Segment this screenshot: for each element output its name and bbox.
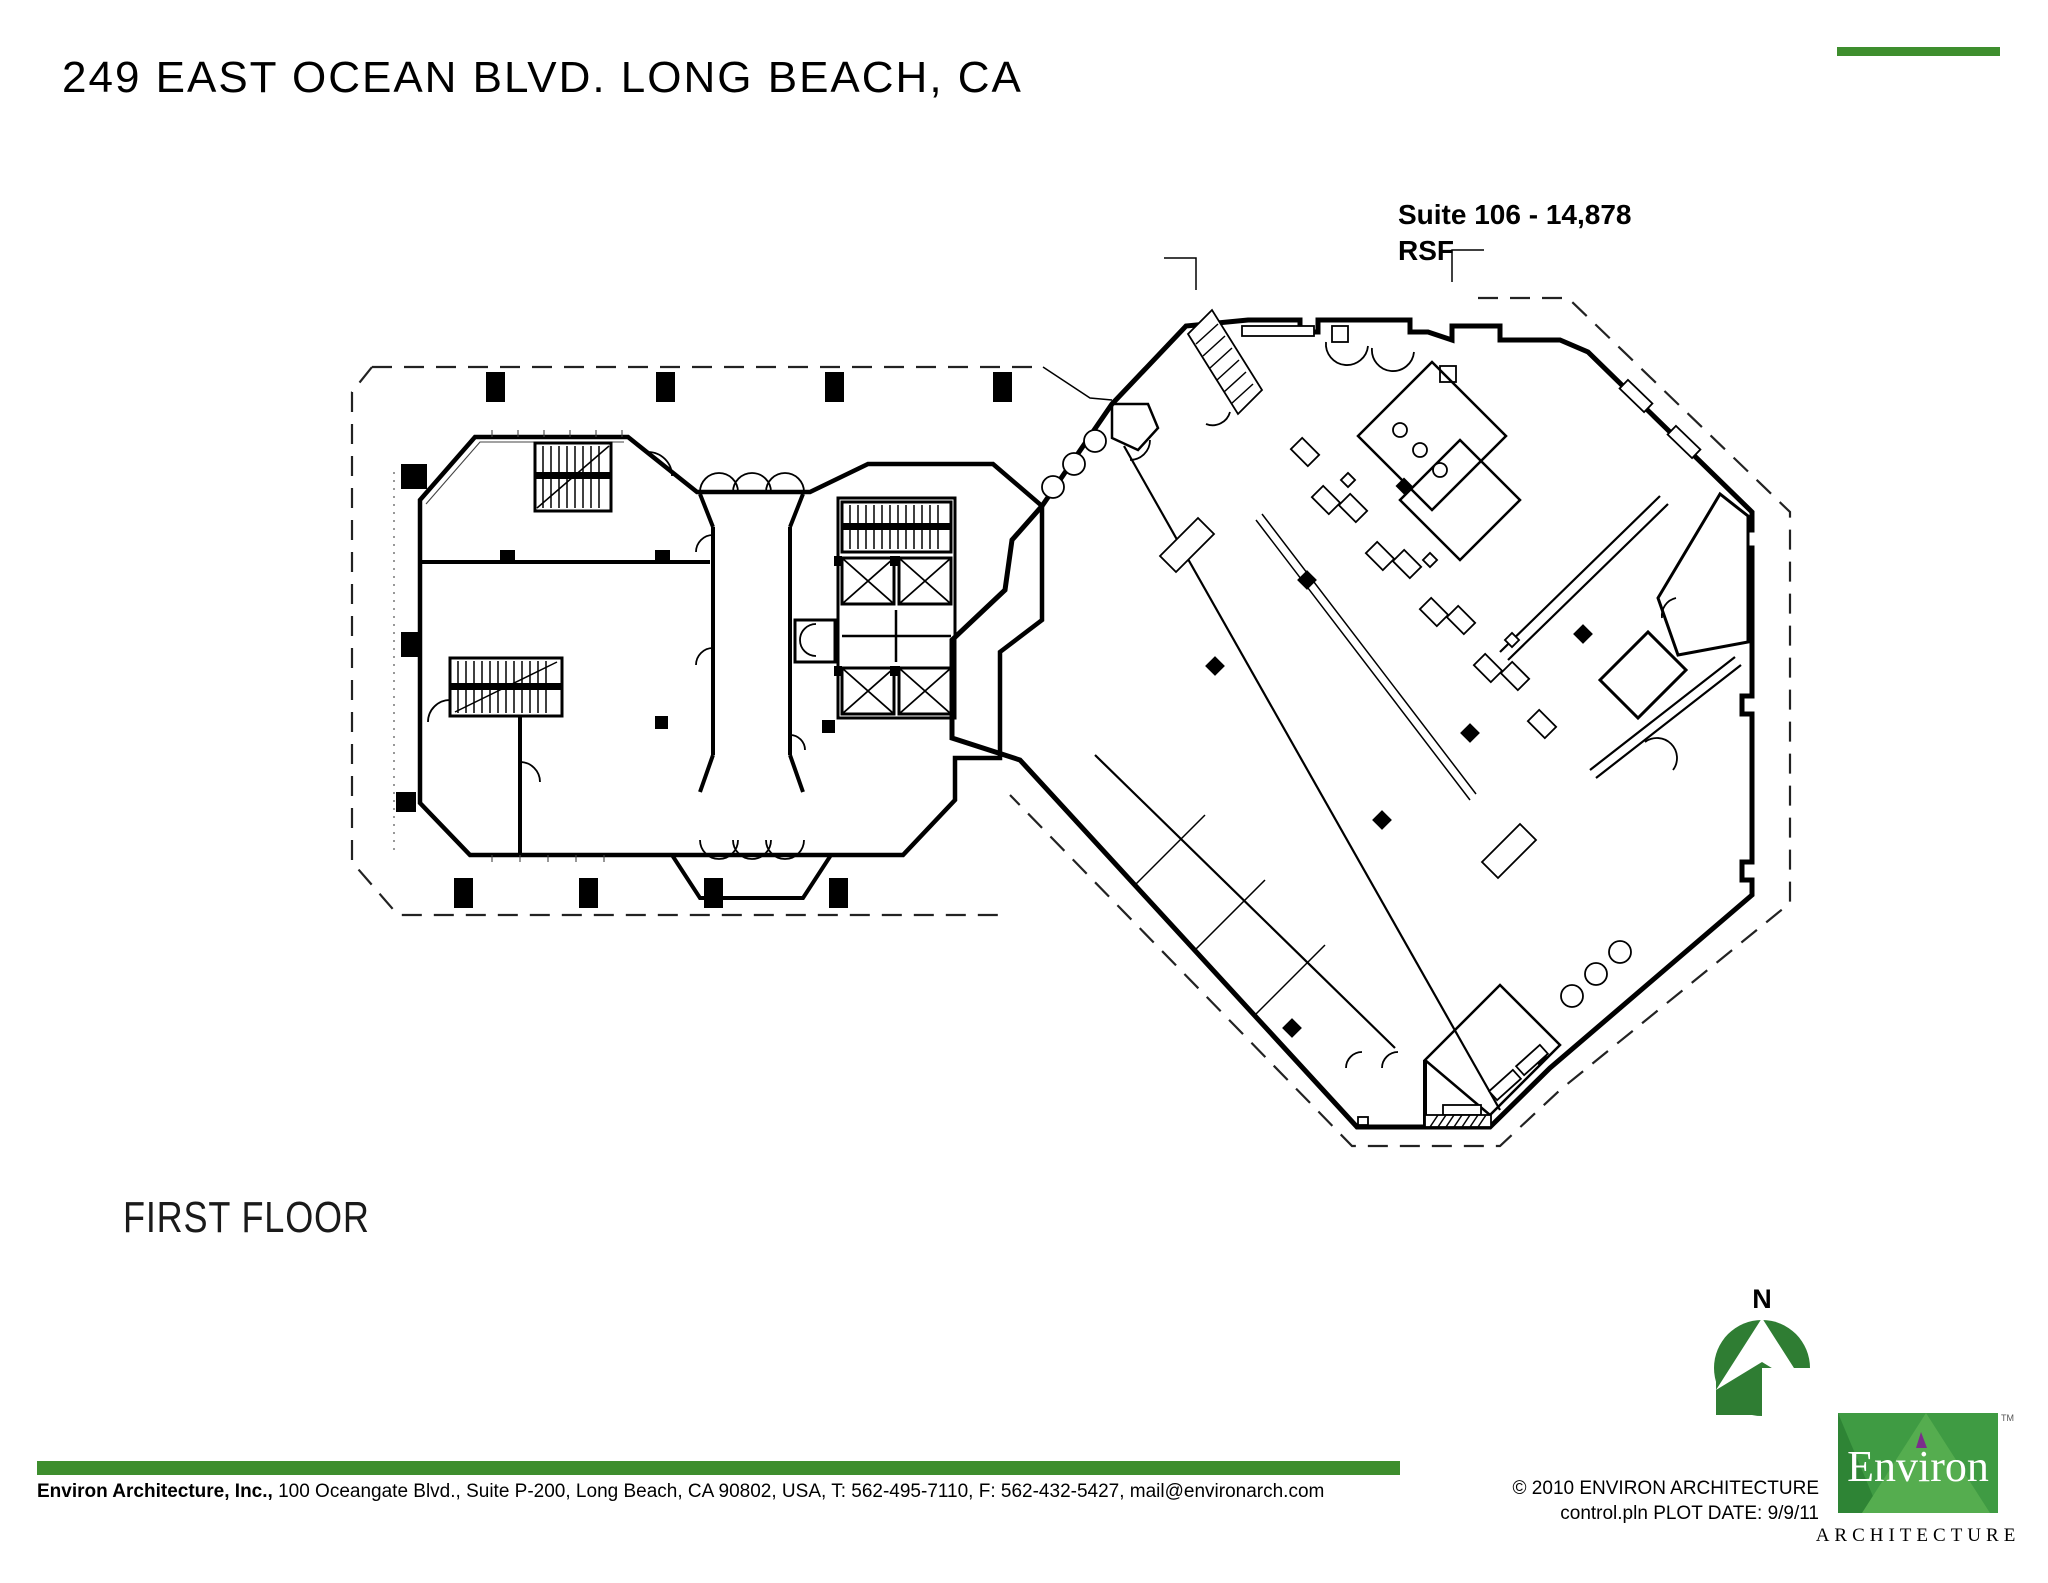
south-corner-room — [1345, 983, 1562, 1125]
north-stair — [533, 441, 613, 513]
top-accent-bar — [1837, 47, 2000, 56]
environ-logo: Environ TM ARCHITECTURE — [1816, 1413, 2021, 1546]
south-hatch — [1357, 1104, 1492, 1128]
footer-copyright: © 2010 ENVIRON ARCHITECTURE — [1513, 1478, 1819, 1499]
logo-i-dot — [1916, 1432, 1927, 1448]
footer-plot-info: control.pln PLOT DATE: 9/9/11 — [1560, 1503, 1819, 1524]
footer-company: Environ Architecture, Inc., — [37, 1481, 273, 1502]
page-title: 249 EAST OCEAN BLVD. LONG BEACH, CA — [62, 53, 1023, 102]
suite-106 — [949, 249, 1755, 1130]
north-arrow-icon: N — [1714, 1284, 1814, 1420]
footer-address: Environ Architecture, Inc., 100 Oceangat… — [37, 1481, 1324, 1502]
east-rooms — [1597, 491, 1750, 771]
logo-tm: TM — [2001, 1413, 2014, 1423]
elevator-shafts-north — [840, 556, 953, 606]
logo-name: Environ — [1847, 1442, 1989, 1491]
suite-entry-hatch — [1186, 308, 1264, 427]
dashed-perimeter — [350, 296, 1792, 1148]
footer-bar — [37, 1461, 1400, 1475]
logo-subtitle: ARCHITECTURE — [1816, 1525, 2021, 1546]
core-fixtures — [1289, 436, 1558, 740]
southwest-stair — [427, 656, 564, 855]
suite-label-line2: RSF — [1398, 235, 1454, 266]
west-wing — [417, 430, 1045, 900]
header: 249 EAST OCEAN BLVD. LONG BEACH, CA Suit… — [62, 47, 2000, 266]
lobby-corridor — [647, 451, 833, 900]
floor-label: FIRST FLOOR — [123, 1193, 370, 1242]
suite-label-line1: Suite 106 - 14,878 — [1398, 199, 1631, 230]
suite-columns — [1205, 570, 1593, 1067]
north-label: N — [1752, 1284, 1772, 1314]
restroom-block — [1356, 360, 1522, 562]
footer: Environ Architecture, Inc., 100 Oceangat… — [37, 1461, 1819, 1524]
elevator-shafts-south — [840, 666, 953, 716]
column-grid — [396, 372, 1012, 908]
floor-plan — [350, 249, 1792, 1148]
window-ticks — [491, 430, 623, 862]
footer-address-text: 100 Oceangate Blvd., Suite P-200, Long B… — [273, 1481, 1325, 1502]
elevator-core — [793, 496, 957, 720]
